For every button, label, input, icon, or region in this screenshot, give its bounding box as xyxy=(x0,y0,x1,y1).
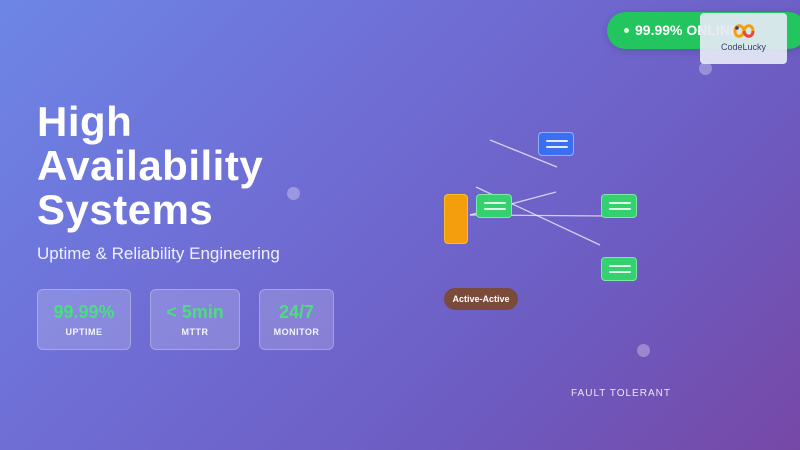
stat-label: MTTR xyxy=(181,327,209,337)
stat-label: MONITOR xyxy=(273,327,320,337)
stat-value: < 5min xyxy=(166,302,224,322)
logo: CodeLucky xyxy=(700,13,787,64)
page-subtitle: Uptime & Reliability Engineering xyxy=(37,244,280,263)
decor-bubble xyxy=(637,344,650,357)
stat-label: UPTIME xyxy=(65,327,103,337)
load-balancer-node xyxy=(444,194,468,244)
status-dot-icon xyxy=(624,28,629,33)
connection-line xyxy=(489,139,558,168)
server-node xyxy=(476,194,512,218)
mode-label-pill: Active-Active xyxy=(444,288,518,310)
title-line: Availability xyxy=(37,142,264,189)
title-line: High xyxy=(37,98,133,145)
page-title: High Availability Systems xyxy=(37,100,357,232)
infinity-logo-icon xyxy=(733,24,755,38)
diagram-caption: FAULT TOLERANT xyxy=(571,388,671,399)
stat-card-uptime: 99.99% UPTIME xyxy=(37,289,131,350)
decor-bubble xyxy=(699,62,712,75)
stat-card-mttr: < 5min MTTR xyxy=(150,289,240,350)
decor-bubble xyxy=(287,187,300,200)
stat-value: 99.99% xyxy=(53,302,115,322)
title-line: Systems xyxy=(37,186,214,233)
server-node xyxy=(601,194,637,218)
logo-text: CodeLucky xyxy=(720,42,767,52)
server-node xyxy=(601,257,637,281)
stat-value: 24/7 xyxy=(278,302,315,322)
server-node-primary xyxy=(538,132,574,156)
stat-card-monitor: 24/7 MONITOR xyxy=(259,289,334,350)
